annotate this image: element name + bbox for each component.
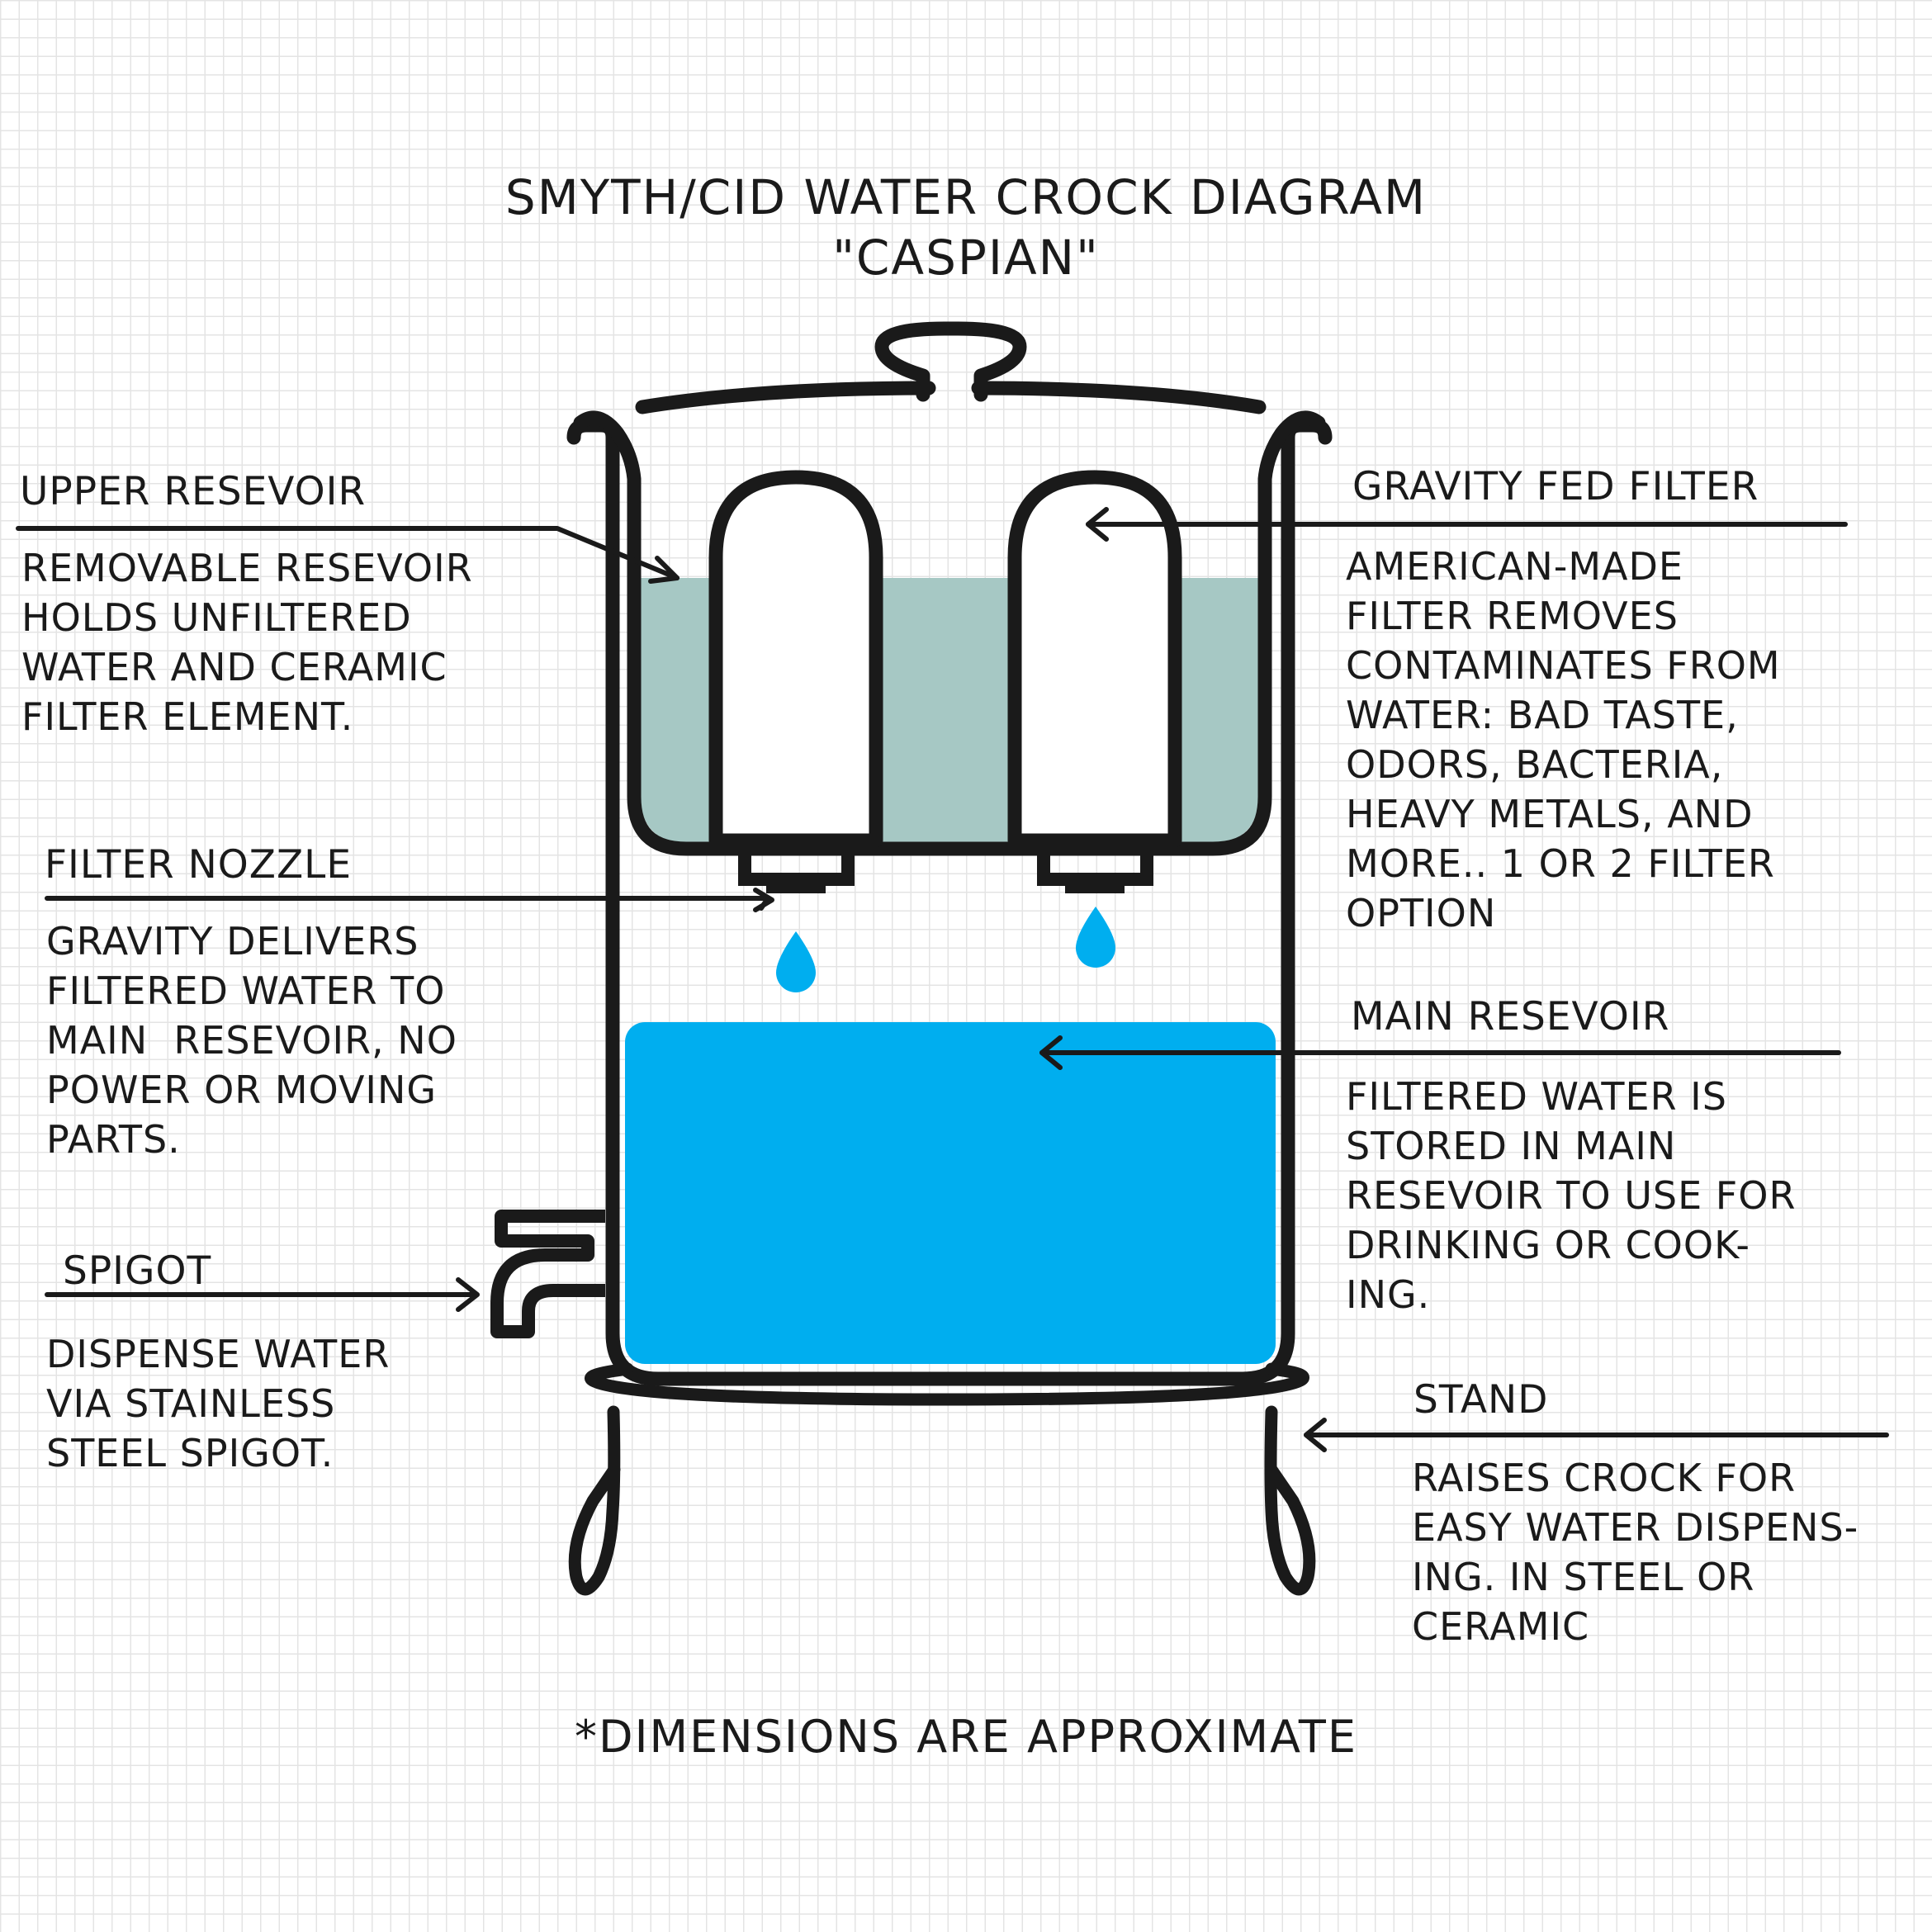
main-reservoir-water [625,1022,1276,1364]
description-line: ODORS, BACTERIA, [1346,742,1724,787]
description-line: MORE.. 1 OR 2 FILTER [1346,841,1775,886]
nozzle-left-tip [766,882,826,893]
description-line: CONTAMINATES FROM [1346,643,1781,688]
description-line: STEEL SPIGOT. [46,1431,334,1475]
upper-reservoir-heading: UPPER RESEVOIR [20,469,367,514]
stand-leg-right [1264,1405,1316,1596]
description-line: GRAVITY DELIVERS [46,919,419,964]
description-line: PARTS. [46,1117,181,1162]
leader-spigot [45,1277,480,1312]
description-line: FILTERED WATER TO [46,968,446,1013]
dimensions-footnote: *DIMENSIONS ARE APPROXIMATE [575,1711,1357,1763]
stand-leg-left [568,1405,621,1596]
description-line: RAISES CROCK FOR [1412,1456,1797,1500]
main-reservoir-description: FILTERED WATER IS STORED IN MAIN RESEVOI… [1346,1072,1796,1319]
description-line: OPTION [1346,891,1497,935]
description-line: RESEVOIR TO USE FOR [1346,1173,1797,1218]
description-line: DRINKING OR COOK- [1346,1223,1751,1267]
gravity-fed-filter-heading: GRAVITY FED FILTER [1352,464,1759,509]
upper-reservoir-description: REMOVABLE RESEVOIR HOLDS UNFILTERED WATE… [21,543,473,741]
nozzle-left [738,849,855,886]
description-line: FILTER ELEMENT. [21,694,354,739]
description-line: MAIN RESEVOIR, NO [46,1018,457,1063]
description-line: FILTERED WATER IS [1346,1074,1727,1119]
nozzle-right-tip [1065,882,1125,893]
description-line: ING. IN STEEL OR [1412,1555,1755,1599]
description-line: FILTER REMOVES [1346,594,1679,638]
description-line: AMERICAN-MADE [1346,544,1683,589]
leader-filter-nozzle [45,888,774,912]
description-line: WATER AND CERAMIC [21,645,447,689]
description-line: POWER OR MOVING [46,1068,438,1112]
leader-stand [1304,1418,1889,1452]
leader-main-reservoir [1039,1035,1841,1070]
stand-heading: STAND [1413,1377,1549,1423]
description-line: DISPENSE WATER [46,1332,391,1376]
description-line: STORED IN MAIN [1346,1124,1677,1168]
diagram-subtitle: "CASPIAN" [832,230,1100,286]
description-line: EASY WATER DISPENS- [1412,1505,1859,1550]
description-line: HOLDS UNFILTERED [21,595,412,640]
nozzle-right [1037,849,1153,886]
spigot-description: DISPENSE WATER VIA STAINLESS STEEL SPIGO… [46,1329,390,1478]
diagram-title: SMYTH/CID WATER CROCK DIAGRAM [504,169,1428,225]
spigot [490,1210,605,1338]
gravity-fed-filter-description: AMERICAN-MADE FILTER REMOVES CONTAMINATE… [1346,542,1781,938]
description-line: VIA STAINLESS [46,1381,336,1426]
stand-ring [585,1362,1309,1406]
description-line: HEAVY METALS, AND [1346,792,1754,836]
description-line: REMOVABLE RESEVOIR [21,546,473,590]
leader-gravity-fed-filter [1086,507,1848,542]
lid-knob [874,321,1027,402]
description-line: ING. [1346,1272,1431,1317]
lid [635,381,1267,414]
leader-upper-reservoir [16,526,680,584]
filter-right [1007,470,1182,848]
filter-nozzle-heading: FILTER NOZZLE [45,842,353,888]
water-drop-left [776,931,816,992]
crock-body-outline [605,422,1295,1386]
description-line: CERAMIC [1412,1604,1590,1649]
water-drop-right [1076,907,1115,968]
main-reservoir-heading: MAIN RESEVOIR [1351,994,1670,1039]
stand-description: RAISES CROCK FOR EASY WATER DISPENS- ING… [1412,1453,1859,1651]
spigot-heading: SPIGOT [63,1248,212,1294]
description-line: WATER: BAD TASTE, [1346,693,1739,737]
upper-reservoir-container [573,410,1326,856]
filter-nozzle-description: GRAVITY DELIVERS FILTERED WATER TO MAIN … [46,916,457,1164]
filter-left [708,470,883,848]
